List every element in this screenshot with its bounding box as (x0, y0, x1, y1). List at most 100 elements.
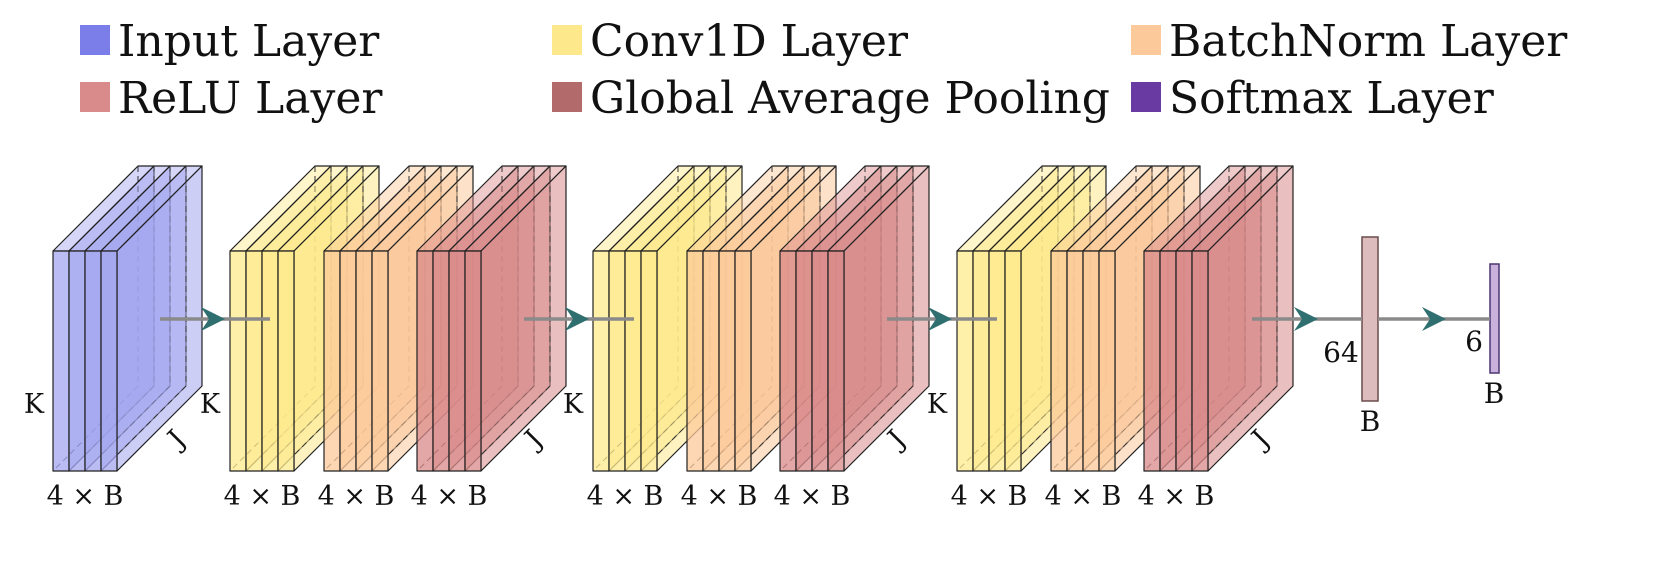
softmax-bottom-label: B (1484, 377, 1505, 410)
gap-bar (1361, 236, 1379, 402)
slab-front-face (323, 250, 341, 472)
layer-depth-label: 4 × B (1138, 481, 1215, 512)
layer-depth-label: 4 × B (774, 481, 851, 512)
slab-front-face (416, 250, 434, 472)
slab-front-face (702, 250, 720, 472)
layer-depth-label: 4 × B (951, 481, 1028, 512)
slab-front-face (432, 250, 450, 472)
slab-front-face (229, 250, 247, 472)
slab-front-face (1143, 250, 1161, 472)
legend-item-gap: Global Average Pooling (552, 73, 1110, 124)
slab-front-face (734, 250, 752, 472)
legend-item-conv: Conv1D Layer (552, 16, 909, 67)
slab-front-face (464, 250, 482, 472)
block-height-label: K (200, 389, 221, 420)
relu-layer-stack-slab (827, 165, 930, 472)
input-layer-stack-slab (100, 165, 203, 472)
softmax-size-label: 6 (1465, 325, 1483, 358)
slab-front-face (956, 250, 974, 472)
input-width-label: J (160, 424, 192, 456)
slab-hidden-edge (100, 166, 187, 472)
legend-swatch-gap (552, 82, 582, 112)
slab-front-face (779, 250, 797, 472)
connector-arrow (201, 307, 225, 331)
slab-front-face (1004, 250, 1022, 472)
input-layer-stack (52, 165, 203, 472)
slab-front-face (339, 250, 357, 472)
layer-depth-label: 4 × B (318, 481, 395, 512)
legend-swatch-batchnorm (1131, 25, 1161, 55)
slab-front-face (718, 250, 736, 472)
slab-front-face (52, 250, 70, 472)
legend-label: Softmax Layer (1169, 73, 1495, 124)
slab-front-face (1066, 250, 1084, 472)
slab-front-face (448, 250, 466, 472)
slab-front-face (100, 250, 118, 472)
slab-front-face (261, 250, 279, 472)
block-width-label: J (880, 424, 912, 456)
block-height-label: K (563, 389, 584, 420)
slab-front-face (827, 250, 845, 472)
layer-depth-label: 4 × B (587, 481, 664, 512)
slab-front-face (795, 250, 813, 472)
gap-size-label: 64 (1323, 336, 1359, 369)
slab-front-face (1098, 250, 1116, 472)
legend-label: Input Layer (118, 16, 380, 67)
layer-depth-label: 4 × B (224, 481, 301, 512)
legend-label: BatchNorm Layer (1169, 16, 1568, 67)
legend-item-input: Input Layer (80, 16, 380, 67)
slab-front-face (1082, 250, 1100, 472)
slab-hidden-edge (464, 166, 551, 472)
legend-label: Conv1D Layer (590, 16, 909, 67)
relu-layer-stack (1143, 165, 1294, 472)
relu-layer-stack-slab (464, 165, 567, 472)
slab-front-face (592, 250, 610, 472)
legend-item-batchnorm: BatchNorm Layer (1131, 16, 1568, 67)
slab-hidden-edge (1191, 166, 1278, 472)
slab-hidden-edge (827, 166, 914, 472)
legend-item-relu: ReLU Layer (80, 73, 383, 124)
legend-label: Global Average Pooling (590, 73, 1110, 124)
slab-front-face (1191, 250, 1209, 472)
slab-front-face (624, 250, 642, 472)
slab-front-face (371, 250, 389, 472)
layer-depth-label: 4 × B (1045, 481, 1122, 512)
relu-layer-stack (779, 165, 930, 472)
legend-item-softmax: Softmax Layer (1131, 73, 1495, 124)
connector-arrow (928, 307, 952, 331)
connectors (160, 307, 1490, 331)
slab-front-face (686, 250, 704, 472)
input-height-label: K (24, 389, 45, 420)
slab-front-face (245, 250, 263, 472)
block-height-label: K (927, 389, 948, 420)
slab-front-face (811, 250, 829, 472)
slab-front-face (84, 250, 102, 472)
block-width-label: J (517, 424, 549, 456)
slab-front-face (1050, 250, 1068, 472)
slab-front-face (640, 250, 658, 472)
connector-arrow (565, 307, 589, 331)
legend-swatch-relu (80, 82, 110, 112)
input-depth-label: 4 × B (47, 481, 124, 512)
gap-bottom-label: B (1360, 405, 1381, 438)
layer-depth-label: 4 × B (411, 481, 488, 512)
slab-front-face (1175, 250, 1193, 472)
gap-arrow (1294, 307, 1318, 331)
legend-swatch-softmax (1131, 82, 1161, 112)
legend: Input Layer Conv1D Layer BatchNorm LayerRe… (80, 16, 1568, 124)
slab-front-face (68, 250, 86, 472)
slab-front-face (972, 250, 990, 472)
slab-front-face (988, 250, 1006, 472)
slab-front-face (277, 250, 295, 472)
layer-stack (52, 165, 1500, 472)
relu-layer-stack-slab (1191, 165, 1294, 472)
layer-depth-label: 4 × B (681, 481, 758, 512)
legend-swatch-input (80, 25, 110, 55)
softmax-bar (1489, 263, 1500, 374)
slab-front-face (355, 250, 373, 472)
slab-front-face (608, 250, 626, 472)
legend-label: ReLU Layer (118, 73, 383, 124)
block-width-label: J (1244, 424, 1276, 456)
relu-layer-stack (416, 165, 567, 472)
